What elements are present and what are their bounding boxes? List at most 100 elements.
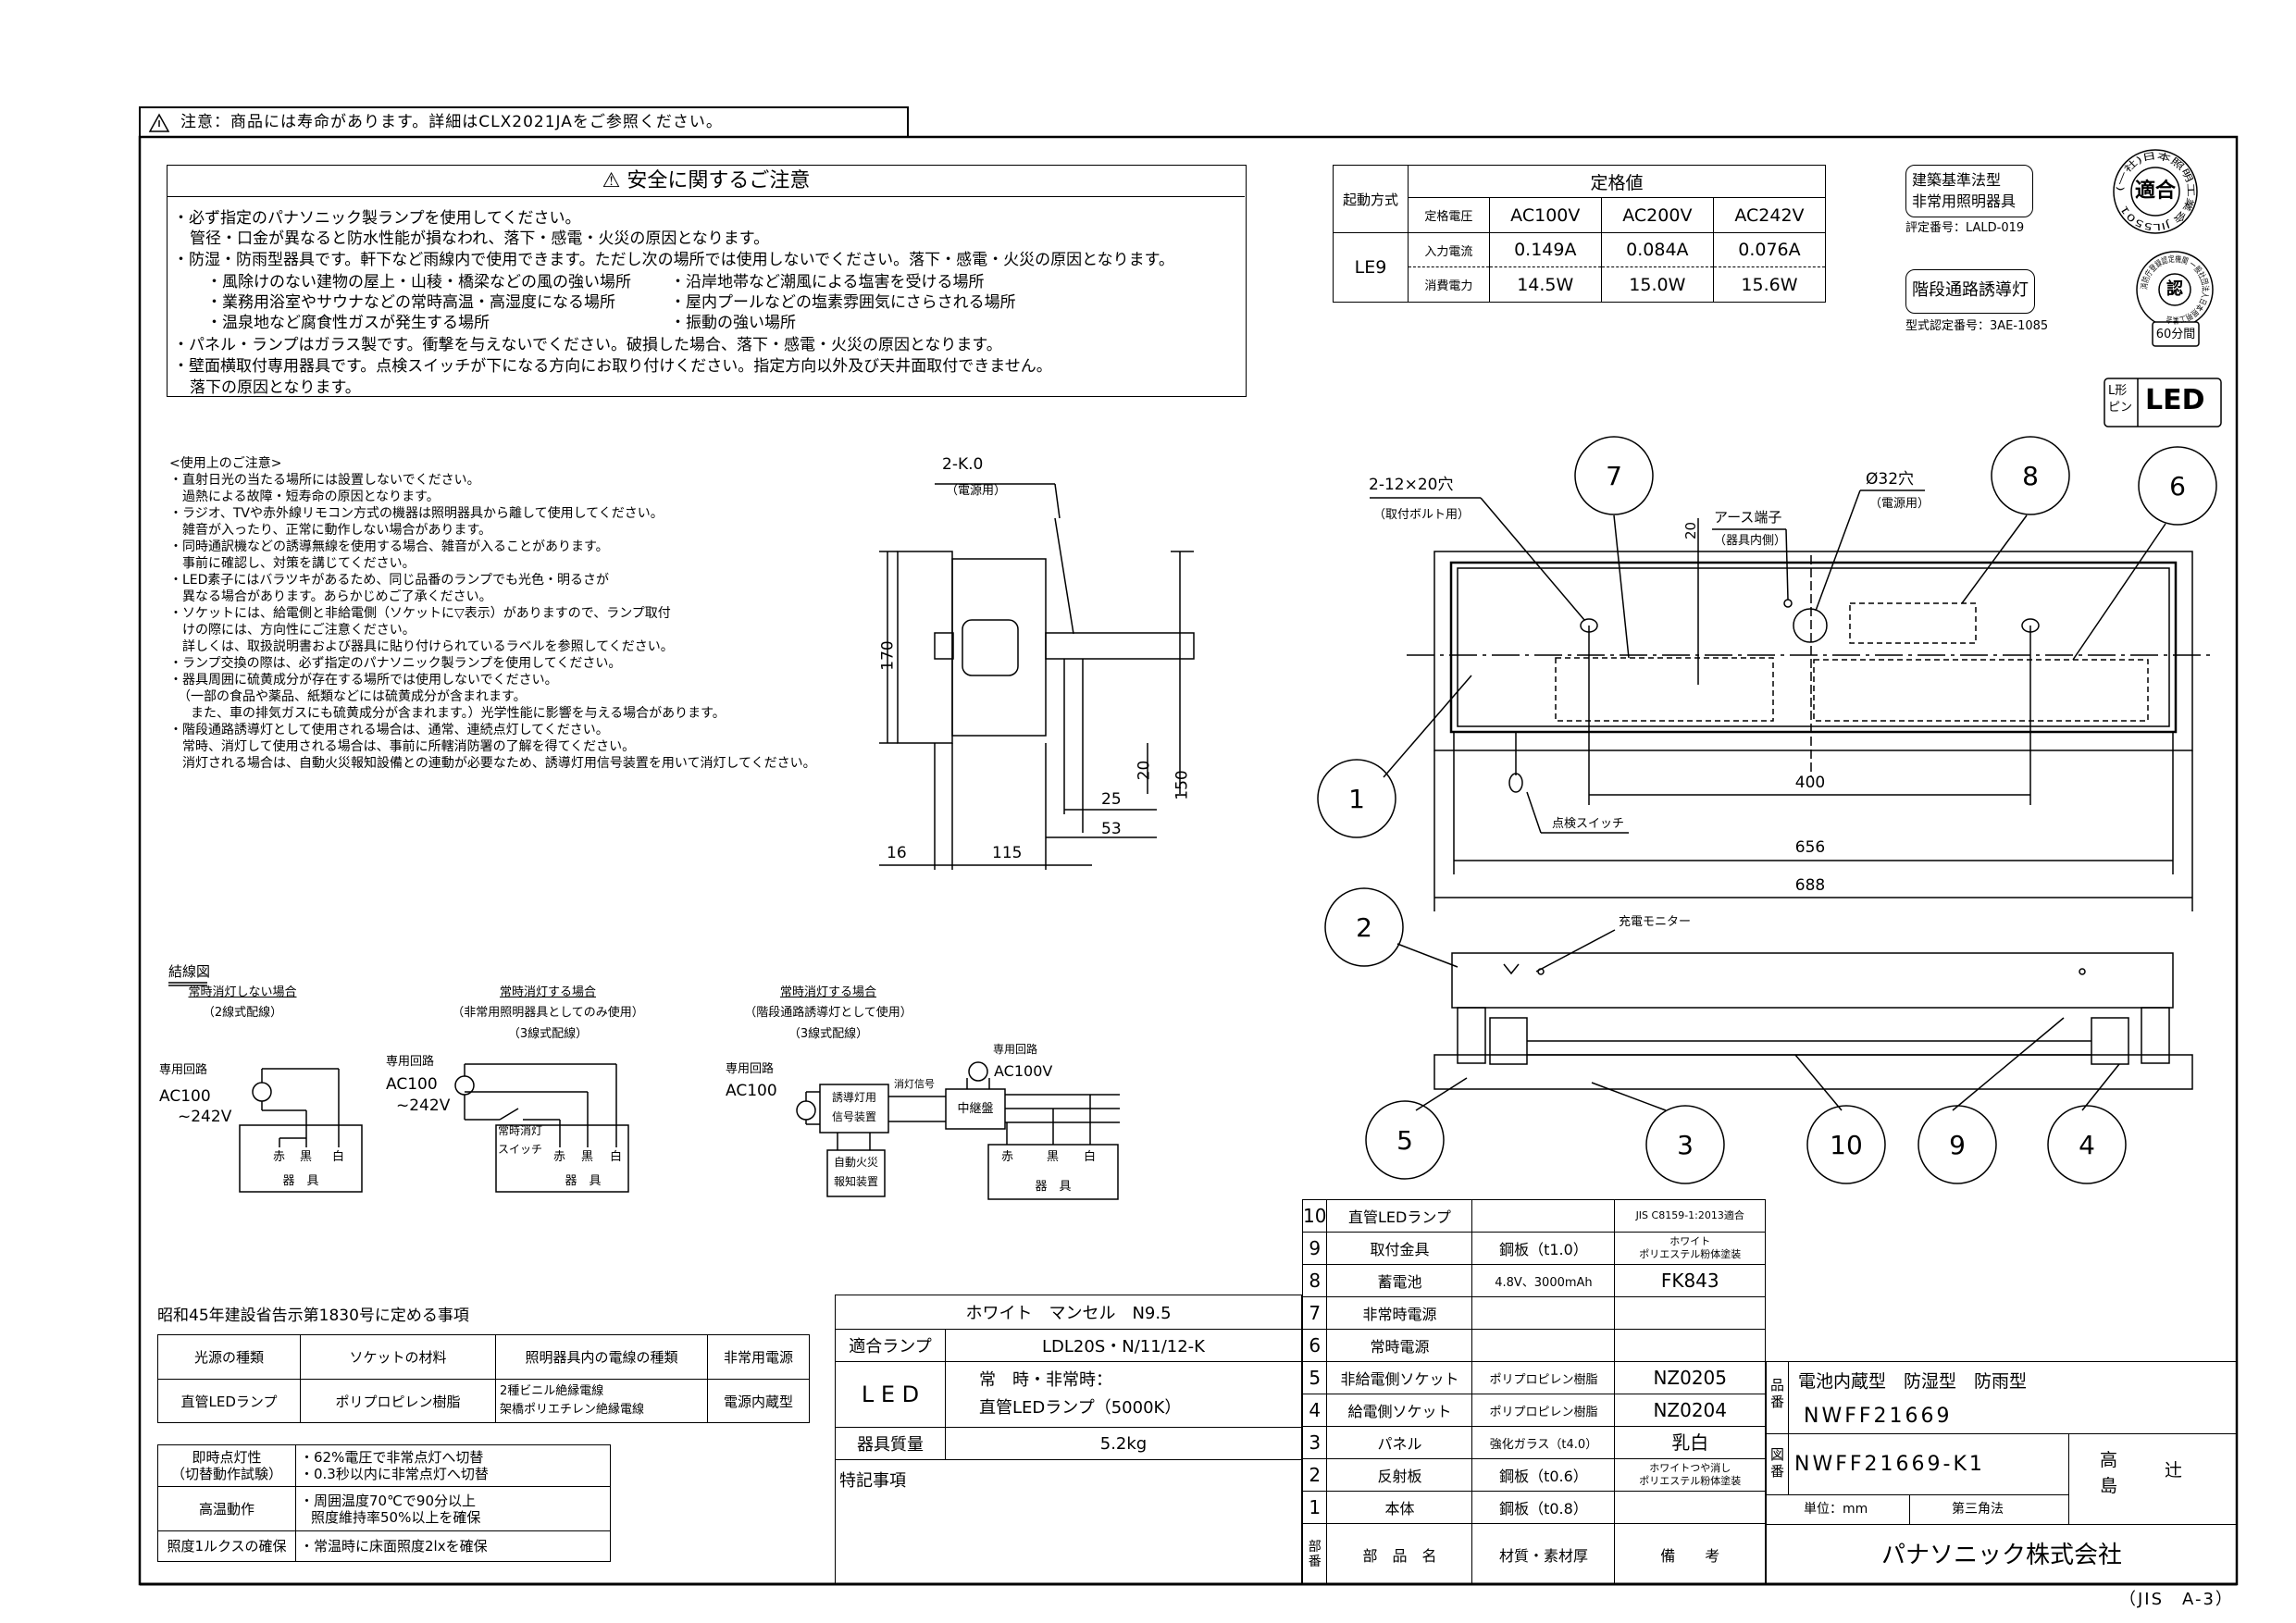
badge-line: 建築基準法型: [1912, 171, 2002, 189]
charge-monitor-label: 充電モニター: [1619, 915, 1692, 929]
part-material: ポリプロピレン樹脂: [1471, 1394, 1616, 1427]
usage-line: （一部の食品や薬品、紙類などには硫黄成分が含まれます。: [178, 689, 527, 704]
part-note: NZ0205: [1614, 1361, 1766, 1394]
fire-alarm-label: 報知装置: [833, 1175, 879, 1188]
part-note: [1614, 1296, 1766, 1330]
signature-checker: 辻: [2165, 1460, 2183, 1481]
signature-approver: 高島: [2100, 1450, 2118, 1496]
drawing-no-label: 図番: [1767, 1433, 1789, 1494]
lamp-model: LDL20S・N/11/12-K: [945, 1329, 1302, 1362]
perf-value: ・0.3秒以内に非常点灯へ切替: [300, 1466, 489, 1482]
power-cell: 15.6W: [1712, 266, 1827, 303]
power-hole-label: Ø32穴: [1866, 470, 1915, 489]
earth-terminal-note: （器具内側）: [1714, 534, 1787, 548]
perf-label: 高温動作: [157, 1486, 296, 1531]
product-no-label: 品番: [1767, 1362, 1789, 1433]
safety-line: ・振動の強い場所: [670, 314, 796, 332]
wiring-diagrams: [168, 982, 1120, 1200]
title-block: 品番 電池内蔵型 防湿型 防雨型 NWFF21669 図番 NWFF21669-…: [1766, 1361, 2237, 1584]
diagram-subtitle: （3線式配線）: [788, 1027, 869, 1041]
usage-line: ・LED素子にはバラツキがあるため、同じ品番のランプでも光色・明るさが: [169, 573, 610, 588]
part-number: 9: [1301, 1232, 1328, 1265]
part-name: 蓄電池: [1326, 1264, 1473, 1297]
fire-alarm-label: 自動火災: [833, 1156, 879, 1169]
mass-label: 器具質量: [835, 1427, 946, 1460]
part-note: [1614, 1329, 1766, 1362]
dim-400: 400: [1794, 774, 1826, 792]
part-name: 給電側ソケット: [1326, 1394, 1473, 1427]
power-cell: 14.5W: [1488, 266, 1602, 303]
conformity-seal: 適合: [2134, 180, 2177, 203]
drawing-number: NWFF21669-K1: [1794, 1453, 1985, 1476]
safety-header: ⚠ 安全に関するご注意: [168, 166, 1245, 197]
dim-170: 170: [878, 640, 898, 671]
regulation-table: 光源の種類ソケットの材料照明器具内の電線の種類非常用電源 直管LEDランプポリプ…: [157, 1334, 810, 1423]
voltage-label: AC100: [726, 1082, 777, 1100]
balloon-9: 9: [1949, 1130, 1966, 1160]
voltage-cell: AC100V: [1488, 197, 1602, 233]
usage-line: 常時、消灯して使用される場合は、事前に所轄消防署の了解を得てください。: [182, 739, 636, 754]
safety-line: 落下の原因となります。: [190, 378, 361, 397]
part-number: 3: [1301, 1426, 1328, 1459]
wire-red: 赤: [1001, 1150, 1014, 1164]
part-material: 鋼板（t0.6）: [1471, 1458, 1616, 1492]
part-material: 4.8V、3000mAh: [1471, 1264, 1616, 1297]
dim-16: 16: [887, 844, 907, 862]
wire-black: 黒: [1047, 1150, 1060, 1164]
part-note: ホワイトつや消し ポリエステル粉体塗装: [1614, 1458, 1766, 1492]
part-material: [1471, 1199, 1616, 1233]
perf-value: ・常温時に床面照度2lxを確保: [295, 1530, 611, 1562]
dim-53: 53: [1101, 820, 1122, 838]
part-number: 10: [1301, 1199, 1328, 1233]
safety-notice-box: ⚠ 安全に関するご注意 ・必ず指定のパナソニック製ランプを使用してください。 管…: [167, 165, 1247, 397]
part-number: 8: [1301, 1264, 1328, 1297]
safety-line: ・業務用浴室やサウナなどの常時高温・高湿度になる場所: [206, 293, 615, 312]
off-signal-label: 消灯信号: [894, 1078, 935, 1090]
usage-line: 詳しくは、取扱説明書および器具に貼り付けられているラベルを参照してください。: [182, 639, 674, 654]
part-name: 非常時電源: [1326, 1296, 1473, 1330]
lifespan-notice: 注意：商品には寿命があります。詳細はCLX2021JAをご参照ください。: [180, 113, 723, 131]
safety-title: 安全に関するご注意: [627, 169, 811, 192]
balloon-8: 8: [2022, 461, 2039, 491]
stair-guide-badge: 階段通路誘導灯: [1905, 269, 2035, 314]
part-note: ホワイト ポリエステル粉体塗装: [1614, 1232, 1766, 1265]
part-name: 本体: [1326, 1491, 1473, 1524]
earth-terminal-label: アース端子: [1714, 509, 1782, 526]
usage-line: ・直射日光の当たる場所には設置しないでください。: [169, 473, 480, 488]
dim-115: 115: [992, 844, 1023, 862]
usage-line: 事前に確認し、対策を講じてください。: [182, 556, 416, 571]
dim-150: 150: [1173, 770, 1192, 800]
table-header: ソケットの材料: [300, 1334, 496, 1380]
usage-line: 異なる場合があります。あらかじめご了承ください。: [182, 589, 492, 604]
rated-header: 定格値: [1408, 165, 1826, 198]
safety-line: ・必ず指定のパナソニック製ランプを使用してください。: [173, 209, 581, 228]
mass-value: 5.2kg: [945, 1427, 1302, 1460]
diagram-title: 常時消灯する場合: [779, 985, 877, 999]
side-hole-label: 2-K.0: [942, 455, 984, 474]
perf-label: （切替動作試験）: [170, 1466, 282, 1482]
header-part-name: 部 品 名: [1326, 1523, 1473, 1585]
mount-hole-label: 2-12×20穴: [1369, 476, 1454, 494]
wire-white: 白: [332, 1150, 345, 1164]
voltage-label: AC100: [159, 1087, 211, 1106]
usage-line: ・同時通訳機などの誘導無線を使用する場合、雑音が入ることがあります。: [169, 539, 609, 554]
mount-hole-note: （取付ボルト用）: [1373, 508, 1471, 522]
part-material: ポリプロピレン樹脂: [1471, 1361, 1616, 1394]
diagram-title: 常時消灯する場合: [499, 985, 597, 999]
dim-20: 20: [1682, 521, 1700, 540]
part-number: 1: [1301, 1491, 1328, 1524]
diagram-subtitle: （非常用照明器具としてのみ使用）: [452, 1006, 644, 1020]
balloon-3: 3: [1677, 1130, 1694, 1160]
relay-panel-label: 中継盤: [957, 1102, 994, 1116]
start-method-value: LE9: [1333, 232, 1409, 303]
part-number: 4: [1301, 1394, 1328, 1427]
circuit-label: 専用回路: [386, 1055, 435, 1069]
product-description: 電池内蔵型 防湿型 防雨型: [1798, 1371, 2028, 1392]
led-label: L E D: [835, 1361, 946, 1428]
current-label: 入力電流: [1408, 232, 1490, 267]
